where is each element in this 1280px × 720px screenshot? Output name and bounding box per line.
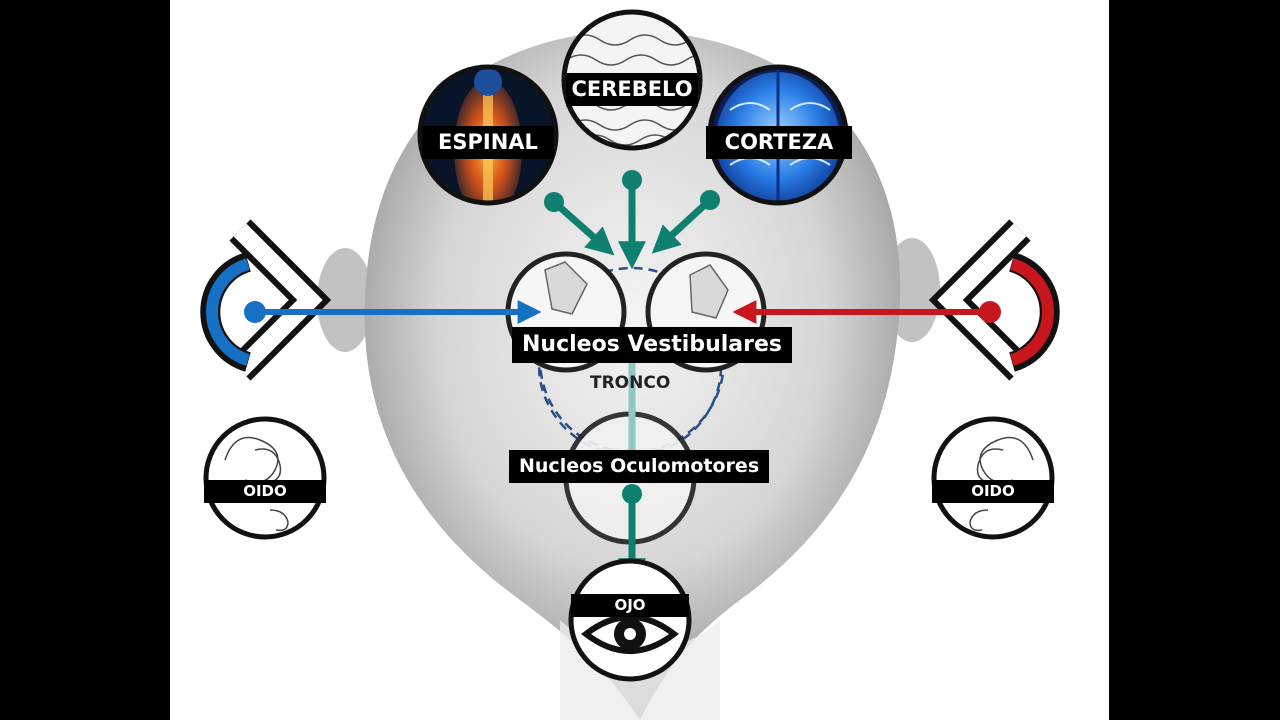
ear-right-circle <box>931 416 1055 540</box>
label-espinal: ESPINAL <box>422 126 554 159</box>
label-corteza: CORTEZA <box>706 126 852 159</box>
source-arrows <box>544 170 720 270</box>
label-cerebelo: CEREBELO <box>566 73 698 106</box>
letterbox-left <box>0 0 170 720</box>
label-oido-right: OIDO <box>932 480 1054 503</box>
label-oido-left: OIDO <box>204 480 326 503</box>
label-nucleos-vestibulares: Nucleos Vestibulares <box>512 327 793 363</box>
vestibular-input-arrows <box>244 300 1001 324</box>
canal-left-icon <box>200 219 332 381</box>
label-tronco: TRONCO <box>590 373 671 393</box>
label-nucleos-oculomotores: Nucleos Oculomotores <box>509 450 770 483</box>
label-ojo: OJO <box>571 594 689 617</box>
letterbox-right <box>1109 0 1280 720</box>
ear-left-circle <box>203 416 327 540</box>
canal-right-icon <box>928 219 1060 381</box>
eye-circle <box>568 558 692 682</box>
